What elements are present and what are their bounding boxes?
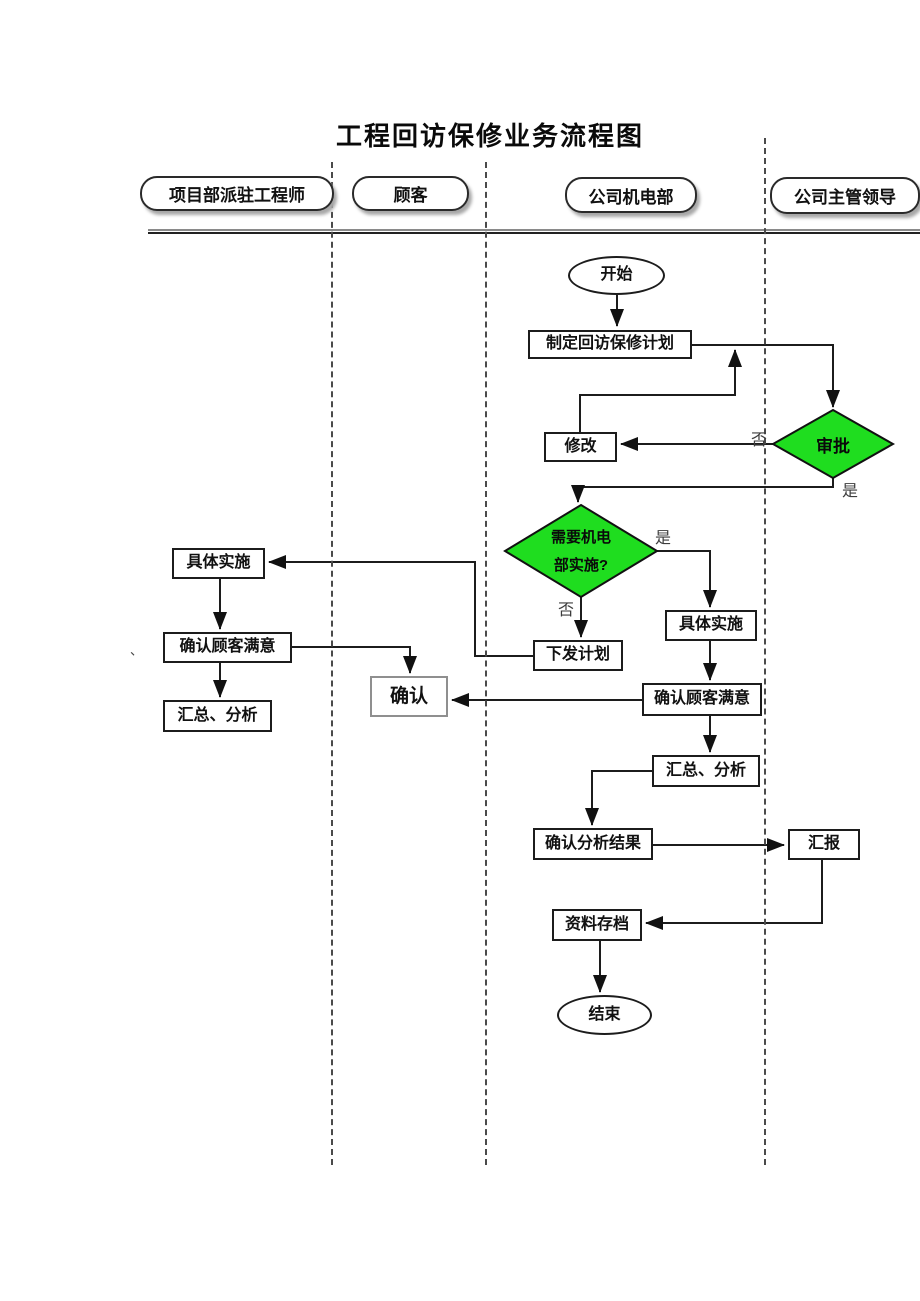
archive-box: 资料存档 [552,909,642,941]
decide-line2: 部实施? [553,557,609,574]
lane-label: 公司主管领导 [794,188,896,207]
start-terminator: 开始 [568,256,665,295]
lane-divider-2 [485,162,487,1165]
implement-box-right: 具体实施 [665,610,757,641]
confirm-analysis-result-box: 确认分析结果 [533,828,653,860]
approve-no-label: 否 [751,432,768,449]
lane-header-project-engineer: 项目部派驻工程师 [140,176,334,211]
report-box: 汇报 [788,829,860,860]
confirm-satisfaction-box-right: 确认顾客满意 [642,683,762,716]
header-separator [148,229,920,234]
approve-yes-label: 是 [842,483,859,500]
page-title: 工程回访保修业务流程图 [335,121,644,151]
lane-header-customer: 顾客 [352,176,469,211]
make-plan-box: 制定回访保修计划 [528,330,692,359]
implement-box-left: 具体实施 [172,548,265,579]
summary-analysis-box-right: 汇总、分析 [652,755,760,787]
confirm-box: 确认 [370,676,448,717]
approve-diamond-label: 审批 [816,436,850,456]
lane-header-me-department: 公司机电部 [565,177,697,213]
decide-diamond-label: 需要机电 部实施? [505,519,657,585]
confirm-satisfaction-box-left: 确认顾客满意 [163,632,292,663]
decide-diamond [503,503,659,599]
lane-divider-1 [331,162,333,1165]
lane-divider-3 [764,138,766,1165]
approve-diamond [770,408,896,480]
lane-header-company-leadership: 公司主管领导 [770,177,920,214]
lane-label: 公司机电部 [588,187,674,207]
lane-label: 项目部派驻工程师 [169,186,305,205]
lane-label: 顾客 [393,186,428,205]
summary-analysis-box-left: 汇总、分析 [163,700,272,732]
decide-no-label: 否 [558,602,575,619]
issue-plan-box: 下发计划 [533,640,623,671]
decide-yes-label: 是 [655,530,672,547]
modify-box: 修改 [544,432,617,462]
stray-mark: 、 [130,643,144,658]
end-terminator: 结束 [557,995,652,1035]
decide-line1: 需要机电 [550,528,611,546]
